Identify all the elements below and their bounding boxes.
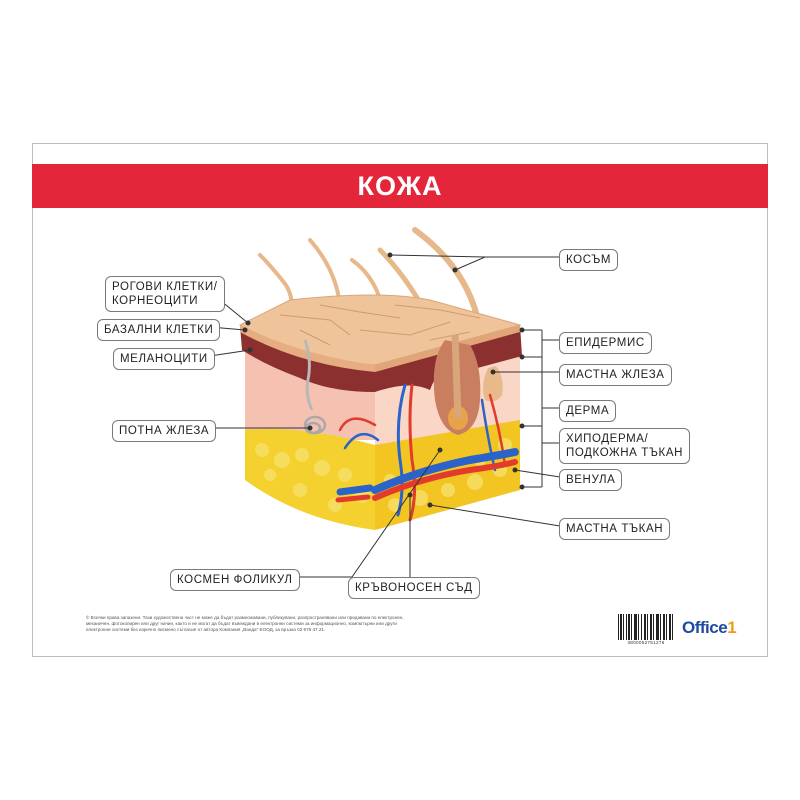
label-hair: КОСЪМ xyxy=(559,249,619,271)
label-horny-cells: РОГОВИ КЛЕТКИ/ КОРНЕОЦИТИ xyxy=(105,276,225,312)
label-hair-follicle: КОСМЕН ФОЛИКУЛ xyxy=(170,569,300,591)
barcode-number: 3800052751276 xyxy=(627,640,665,645)
label-sweat-gland: ПОТНА ЖЛЕЗА xyxy=(112,420,217,442)
leader-dots xyxy=(242,252,525,508)
label-basal-cells: БАЗАЛНИ КЛЕТКИ xyxy=(97,319,221,341)
label-blood-vessel: КРЪВОНОСЕН СЪД xyxy=(348,577,480,599)
brand-name: Office xyxy=(682,618,728,637)
hair-shaft xyxy=(451,334,462,419)
label-dermis: ДЕРМА xyxy=(559,400,617,422)
basal-layer xyxy=(240,325,522,392)
label-horny-cells-line1: РОГОВИ КЛЕТКИ/ xyxy=(112,281,218,293)
label-fat-tissue: МАСТНА ТЪКАН xyxy=(559,518,671,540)
brand-suffix: 1 xyxy=(727,618,737,637)
title-banner: КОЖА xyxy=(32,164,768,208)
label-hypodermis: ХИПОДЕРМА/ ПОДКОЖНА ТЪКАН xyxy=(559,428,690,464)
sebaceous-gland-shape xyxy=(483,366,503,402)
barcode-icon xyxy=(618,614,673,640)
label-epidermis: ЕПИДЕРМИС xyxy=(559,332,652,354)
label-hypodermis-line2: ПОДКОЖНА ТЪКАН xyxy=(566,447,683,459)
label-venule: ВЕНУЛА xyxy=(559,469,623,491)
page-title: КОЖА xyxy=(357,171,443,201)
corneocyte-grid xyxy=(279,304,481,346)
epidermis-front-edge xyxy=(240,325,375,372)
brand-logo: Office1 xyxy=(682,618,737,638)
label-melanocytes: МЕЛАНОЦИТИ xyxy=(113,348,215,370)
label-hypodermis-line1: ХИПОДЕРМА/ xyxy=(566,433,649,445)
sweat-duct xyxy=(303,339,314,411)
blood-vessels xyxy=(335,383,519,522)
legal-notice: © Всички права запазени. Тази художестве… xyxy=(86,615,404,632)
dermis-front xyxy=(245,350,375,440)
label-sebaceous-gland: МАСТНА ЖЛЕЗА xyxy=(559,364,672,386)
label-horny-cells-line2: КОРНЕОЦИТИ xyxy=(112,295,199,307)
